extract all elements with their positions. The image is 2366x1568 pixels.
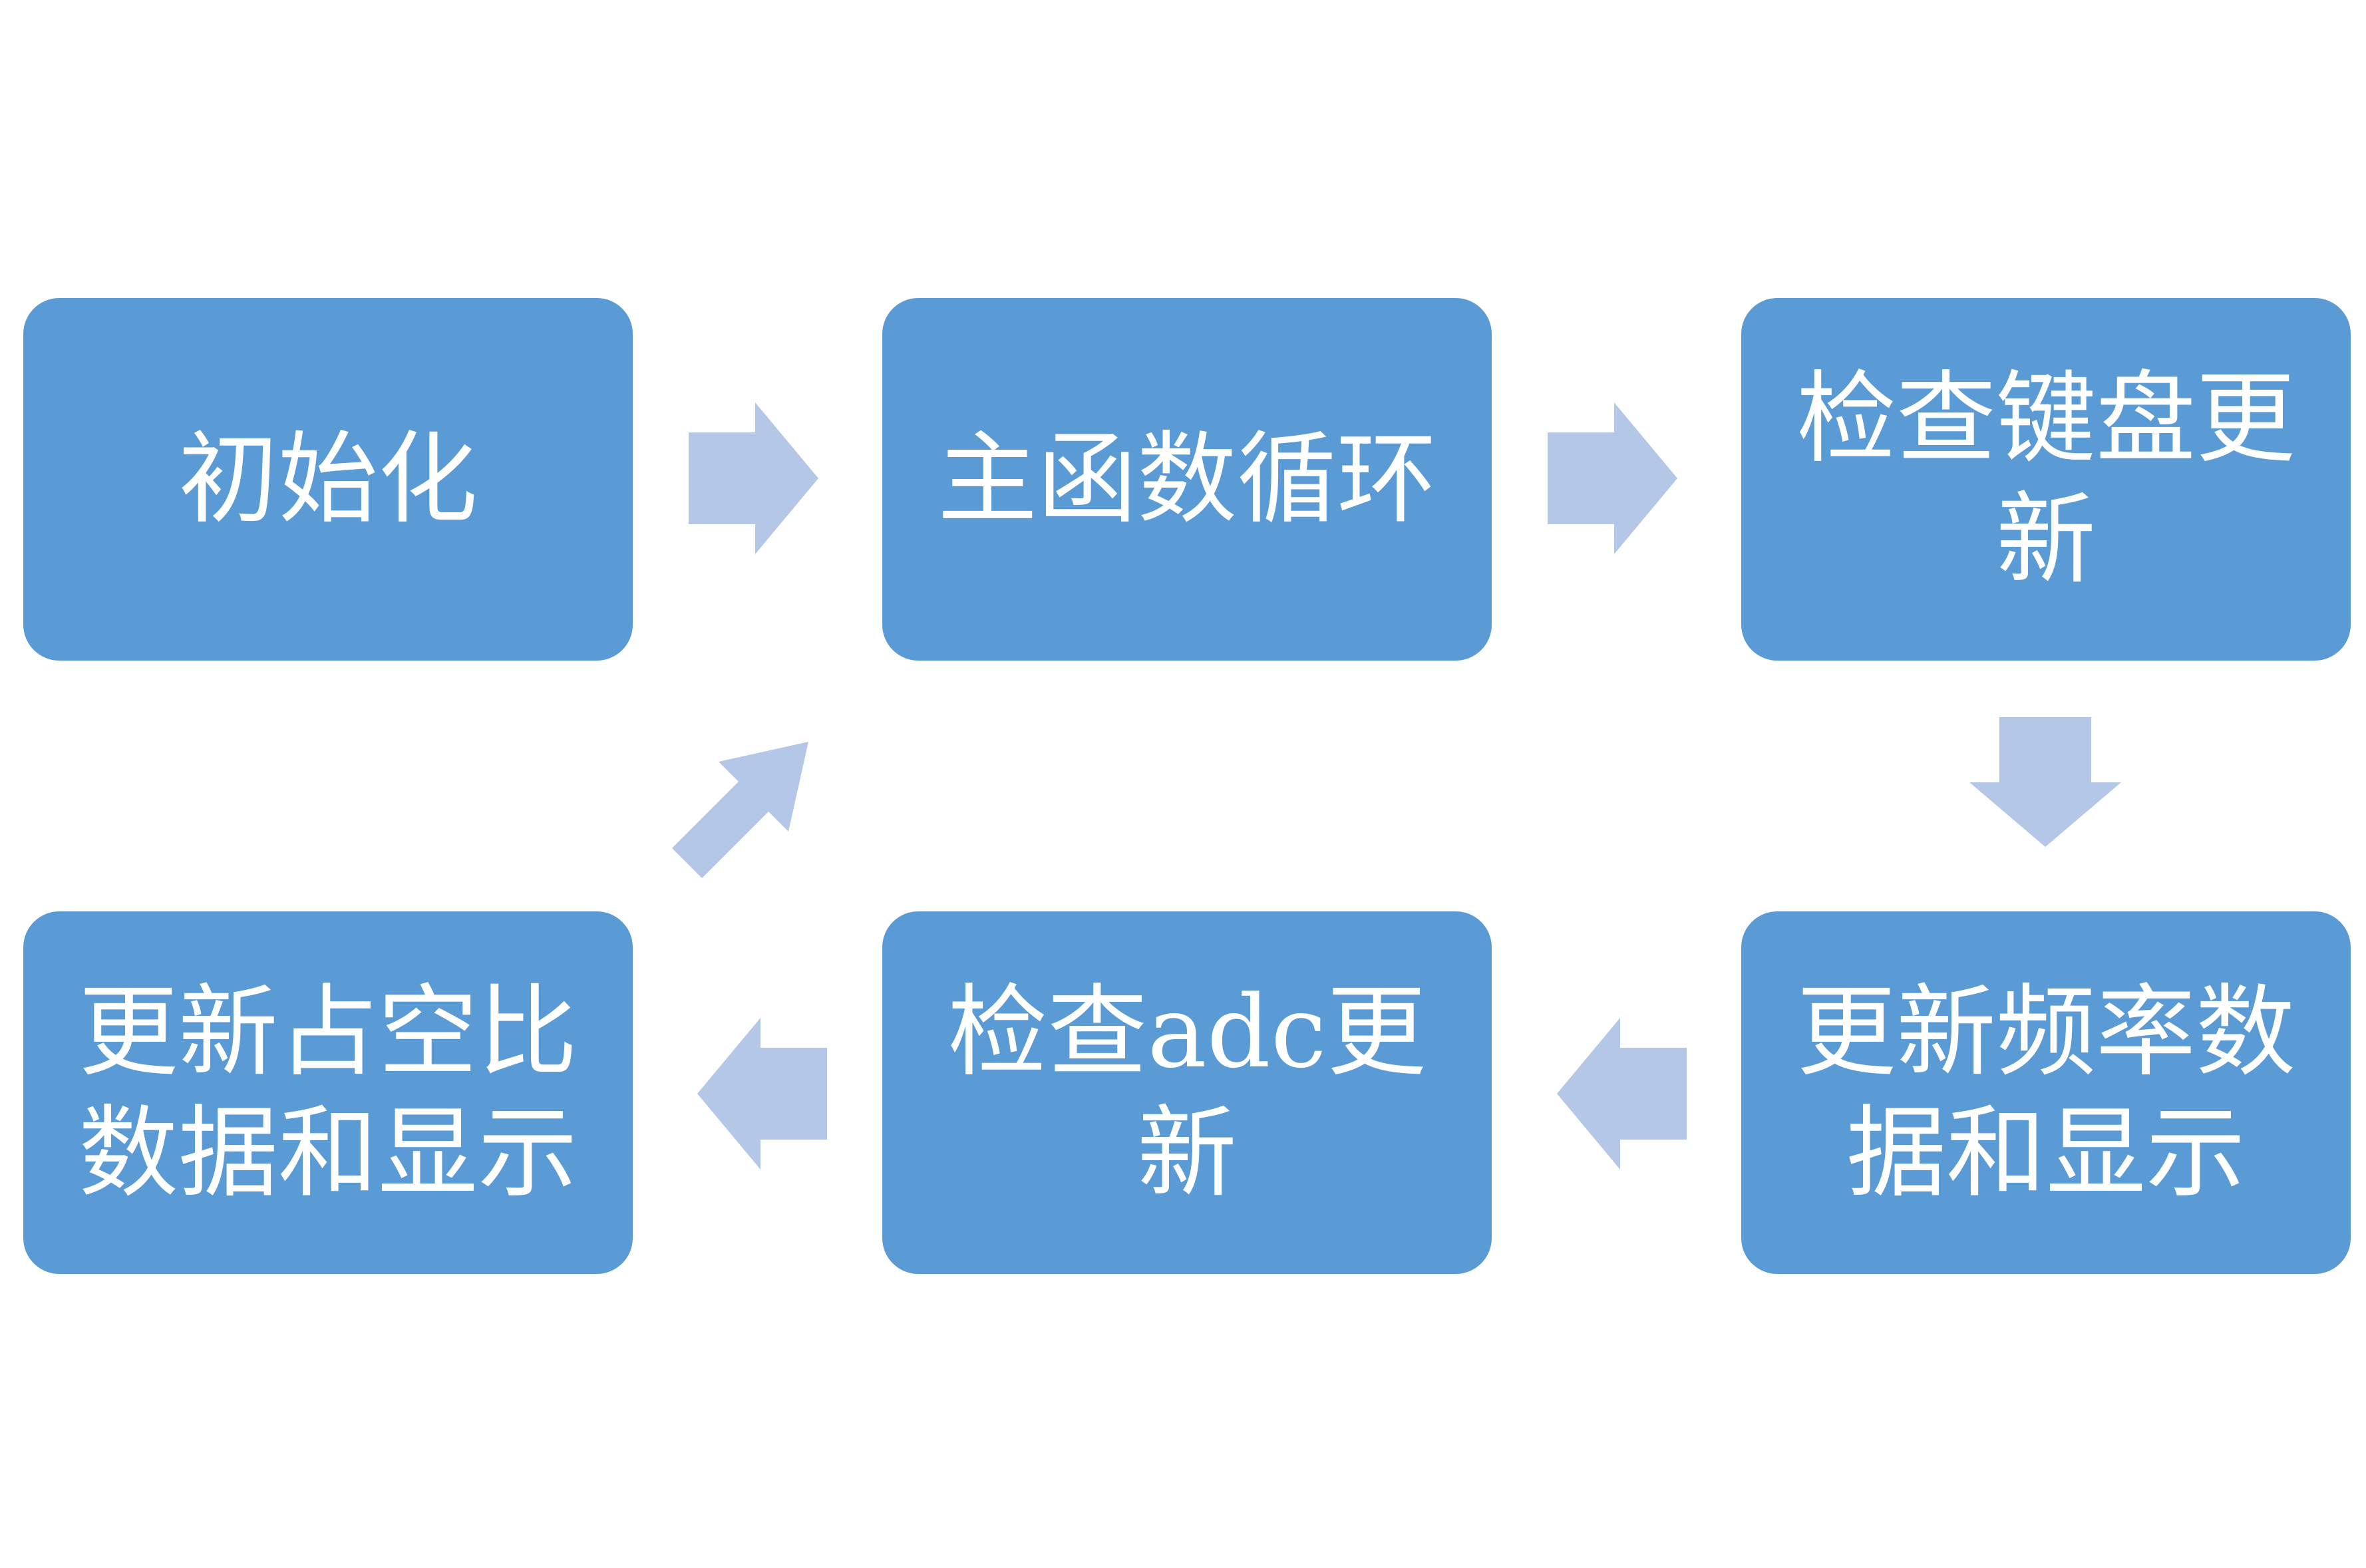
step-main-loop: 主函数循环 (882, 298, 1492, 661)
step-update-frequency: 更新频率数据和显示 (1741, 911, 2351, 1274)
arrow-right-icon (1548, 402, 1677, 554)
step-update-frequency-label: 更新频率数据和显示 (1796, 974, 2295, 1211)
arrow-left-icon (697, 1018, 827, 1170)
step-check-adc-label: 检查adc更新 (947, 974, 1427, 1211)
step-update-duty: 更新占空比数据和显示 (23, 911, 633, 1274)
arrow-down-icon (1969, 717, 2121, 847)
arrow-left-icon (1557, 1018, 1687, 1170)
arrow-right-icon (689, 402, 818, 554)
step-init-label: 初始化 (178, 421, 478, 538)
step-check-keyboard-label: 检查键盘更新 (1796, 361, 2295, 598)
step-check-adc: 检查adc更新 (882, 911, 1492, 1274)
arrow-up-right-icon (672, 742, 812, 881)
step-main-loop-label: 主函数循环 (937, 421, 1436, 538)
step-check-keyboard: 检查键盘更新 (1741, 298, 2351, 661)
step-init: 初始化 (23, 298, 633, 661)
step-update-duty-label: 更新占空比数据和显示 (78, 974, 578, 1211)
